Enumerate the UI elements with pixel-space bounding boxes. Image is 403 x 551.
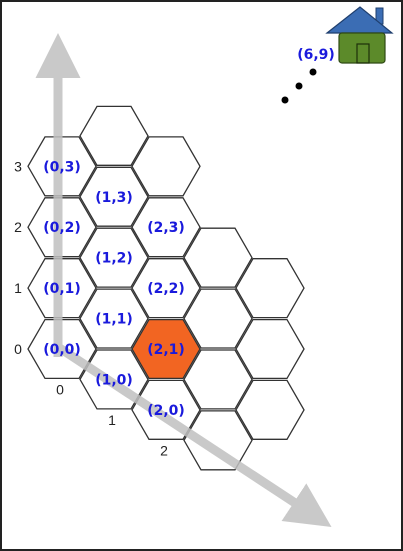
hex-coordinate-label: (1,0)	[95, 372, 133, 388]
hex-tile	[79, 105, 149, 166]
house-icon	[325, 6, 394, 64]
hex-tile	[131, 258, 201, 319]
axis-tick-layer: 0 1 2 3 0 1 2	[14, 158, 168, 458]
hex-coordinate-label: (0,3)	[43, 159, 81, 175]
hex-coordinate-label: (0,0)	[43, 342, 81, 358]
hex-tile-highlighted	[131, 318, 201, 380]
hex-tile	[183, 288, 253, 349]
ellipsis-dot	[309, 68, 317, 76]
hex-tile	[131, 136, 201, 197]
column-axis-tick-label: 2	[160, 442, 168, 458]
hex-tile	[79, 227, 149, 288]
house-coordinate-label: (6,9)	[297, 47, 335, 63]
hex-coordinate-label: (2,3)	[147, 220, 185, 236]
column-axis-arrow	[55, 343, 332, 527]
hex-coordinate-label: (2,1)	[147, 342, 185, 358]
hex-tile	[79, 288, 149, 349]
row-axis-tick-label: 2	[14, 219, 22, 235]
hex-coordinate-label: (2,2)	[147, 281, 185, 297]
row-axis-tick-label: 0	[14, 341, 22, 357]
hex-tile	[131, 197, 201, 258]
row-axis-tick-label: 1	[14, 280, 22, 296]
hex-tile	[183, 227, 253, 288]
hex-coordinate-label: (0,1)	[43, 281, 81, 297]
hex-coordinate-label: (0,2)	[43, 220, 81, 236]
ellipsis-dot	[281, 96, 289, 104]
hex-tile-layer	[27, 105, 305, 471]
hex-tile	[79, 166, 149, 227]
hex-coordinate-label: (2,0)	[147, 403, 185, 419]
hex-tile	[183, 410, 253, 471]
house-door	[356, 43, 370, 64]
ellipsis-dots	[281, 68, 317, 104]
house-body	[338, 32, 386, 64]
axis-arrow-layer	[35, 33, 332, 527]
ellipsis-dot	[295, 82, 303, 90]
hex-tile	[235, 258, 305, 319]
column-axis-tick-label: 1	[108, 412, 116, 428]
hex-coordinate-label: (1,1)	[95, 312, 133, 328]
hex-coordinate-label: (1,3)	[95, 190, 133, 206]
row-axis-tick-label: 3	[14, 158, 22, 174]
hex-tile	[235, 318, 305, 380]
column-axis-tick-label: 0	[56, 381, 64, 397]
hex-tile	[183, 349, 253, 410]
hex-coordinate-label: (1,2)	[95, 251, 133, 267]
hex-tile	[235, 379, 305, 440]
hex-label-layer: (0,0) (0,1) (0,2) (0,3) (1,0) (1,1) (1,2) (1,3)…	[43, 159, 185, 419]
